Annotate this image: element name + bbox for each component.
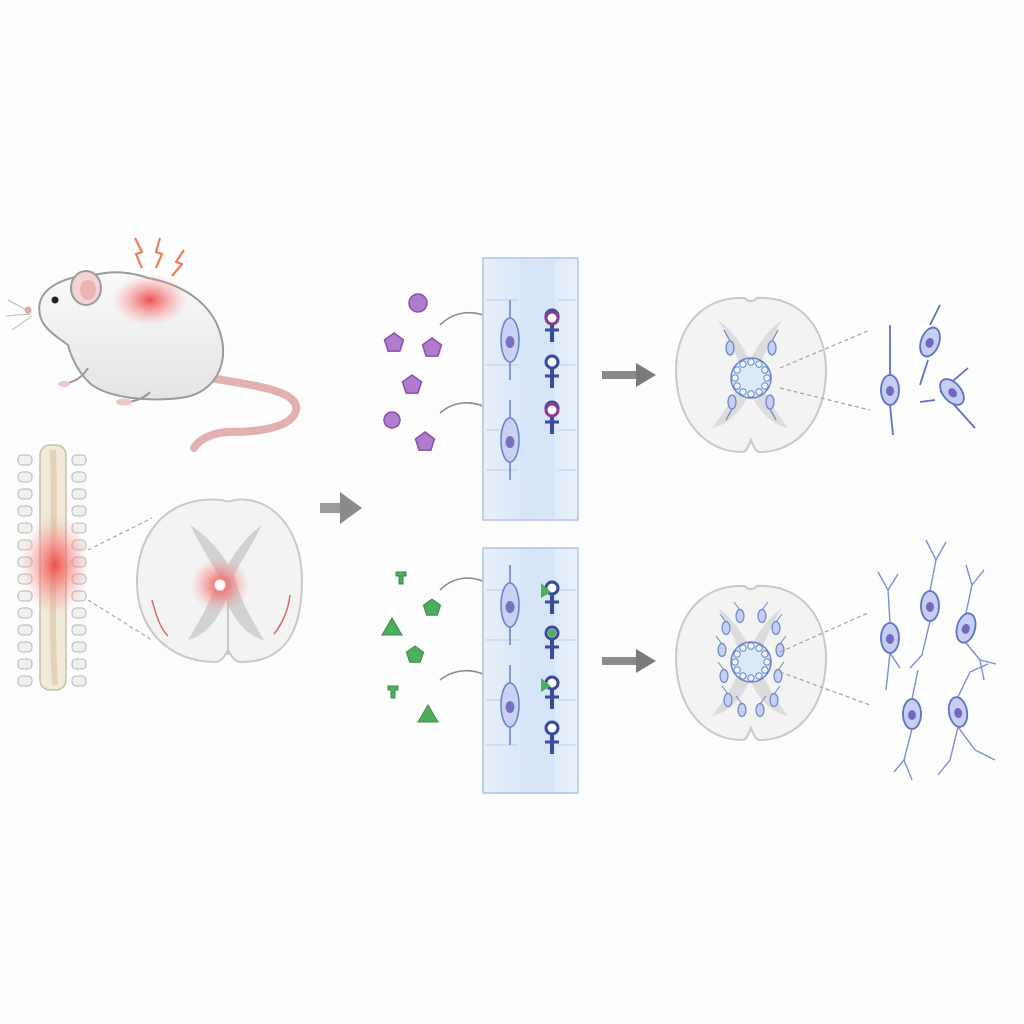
bottom-cord-cells <box>715 601 787 718</box>
green-ligand-shapes <box>381 571 442 723</box>
rat-eye <box>51 296 59 304</box>
right-arrow-icon <box>320 492 362 524</box>
top-ependymal-channel <box>482 257 579 521</box>
bottom-ligands <box>381 571 496 723</box>
injured-cord-cross-section <box>135 498 304 664</box>
rat-illustration <box>5 237 301 452</box>
top-ependymal-ring <box>731 358 771 398</box>
rat-whiskers <box>5 299 33 331</box>
top-ligands <box>383 293 496 451</box>
bottom-cord-section <box>674 584 871 742</box>
spine-injury-glow <box>21 515 89 615</box>
top-flow-arrow <box>602 363 656 387</box>
bottom-flow-arrow <box>602 649 656 673</box>
spinal-column <box>17 444 153 691</box>
lightning-bolt-icon <box>134 237 185 277</box>
rat-injury-glow <box>112 274 188 326</box>
bottom-ependymal-channel <box>482 547 579 794</box>
green-bound-receptors <box>541 580 561 756</box>
purple-pentagons <box>383 332 443 451</box>
top-cord-section <box>674 296 871 454</box>
top-neurons <box>880 304 976 436</box>
rat-tail <box>190 374 301 452</box>
bottom-neurons <box>877 539 997 781</box>
bottom-ependymal-ring <box>731 642 771 682</box>
